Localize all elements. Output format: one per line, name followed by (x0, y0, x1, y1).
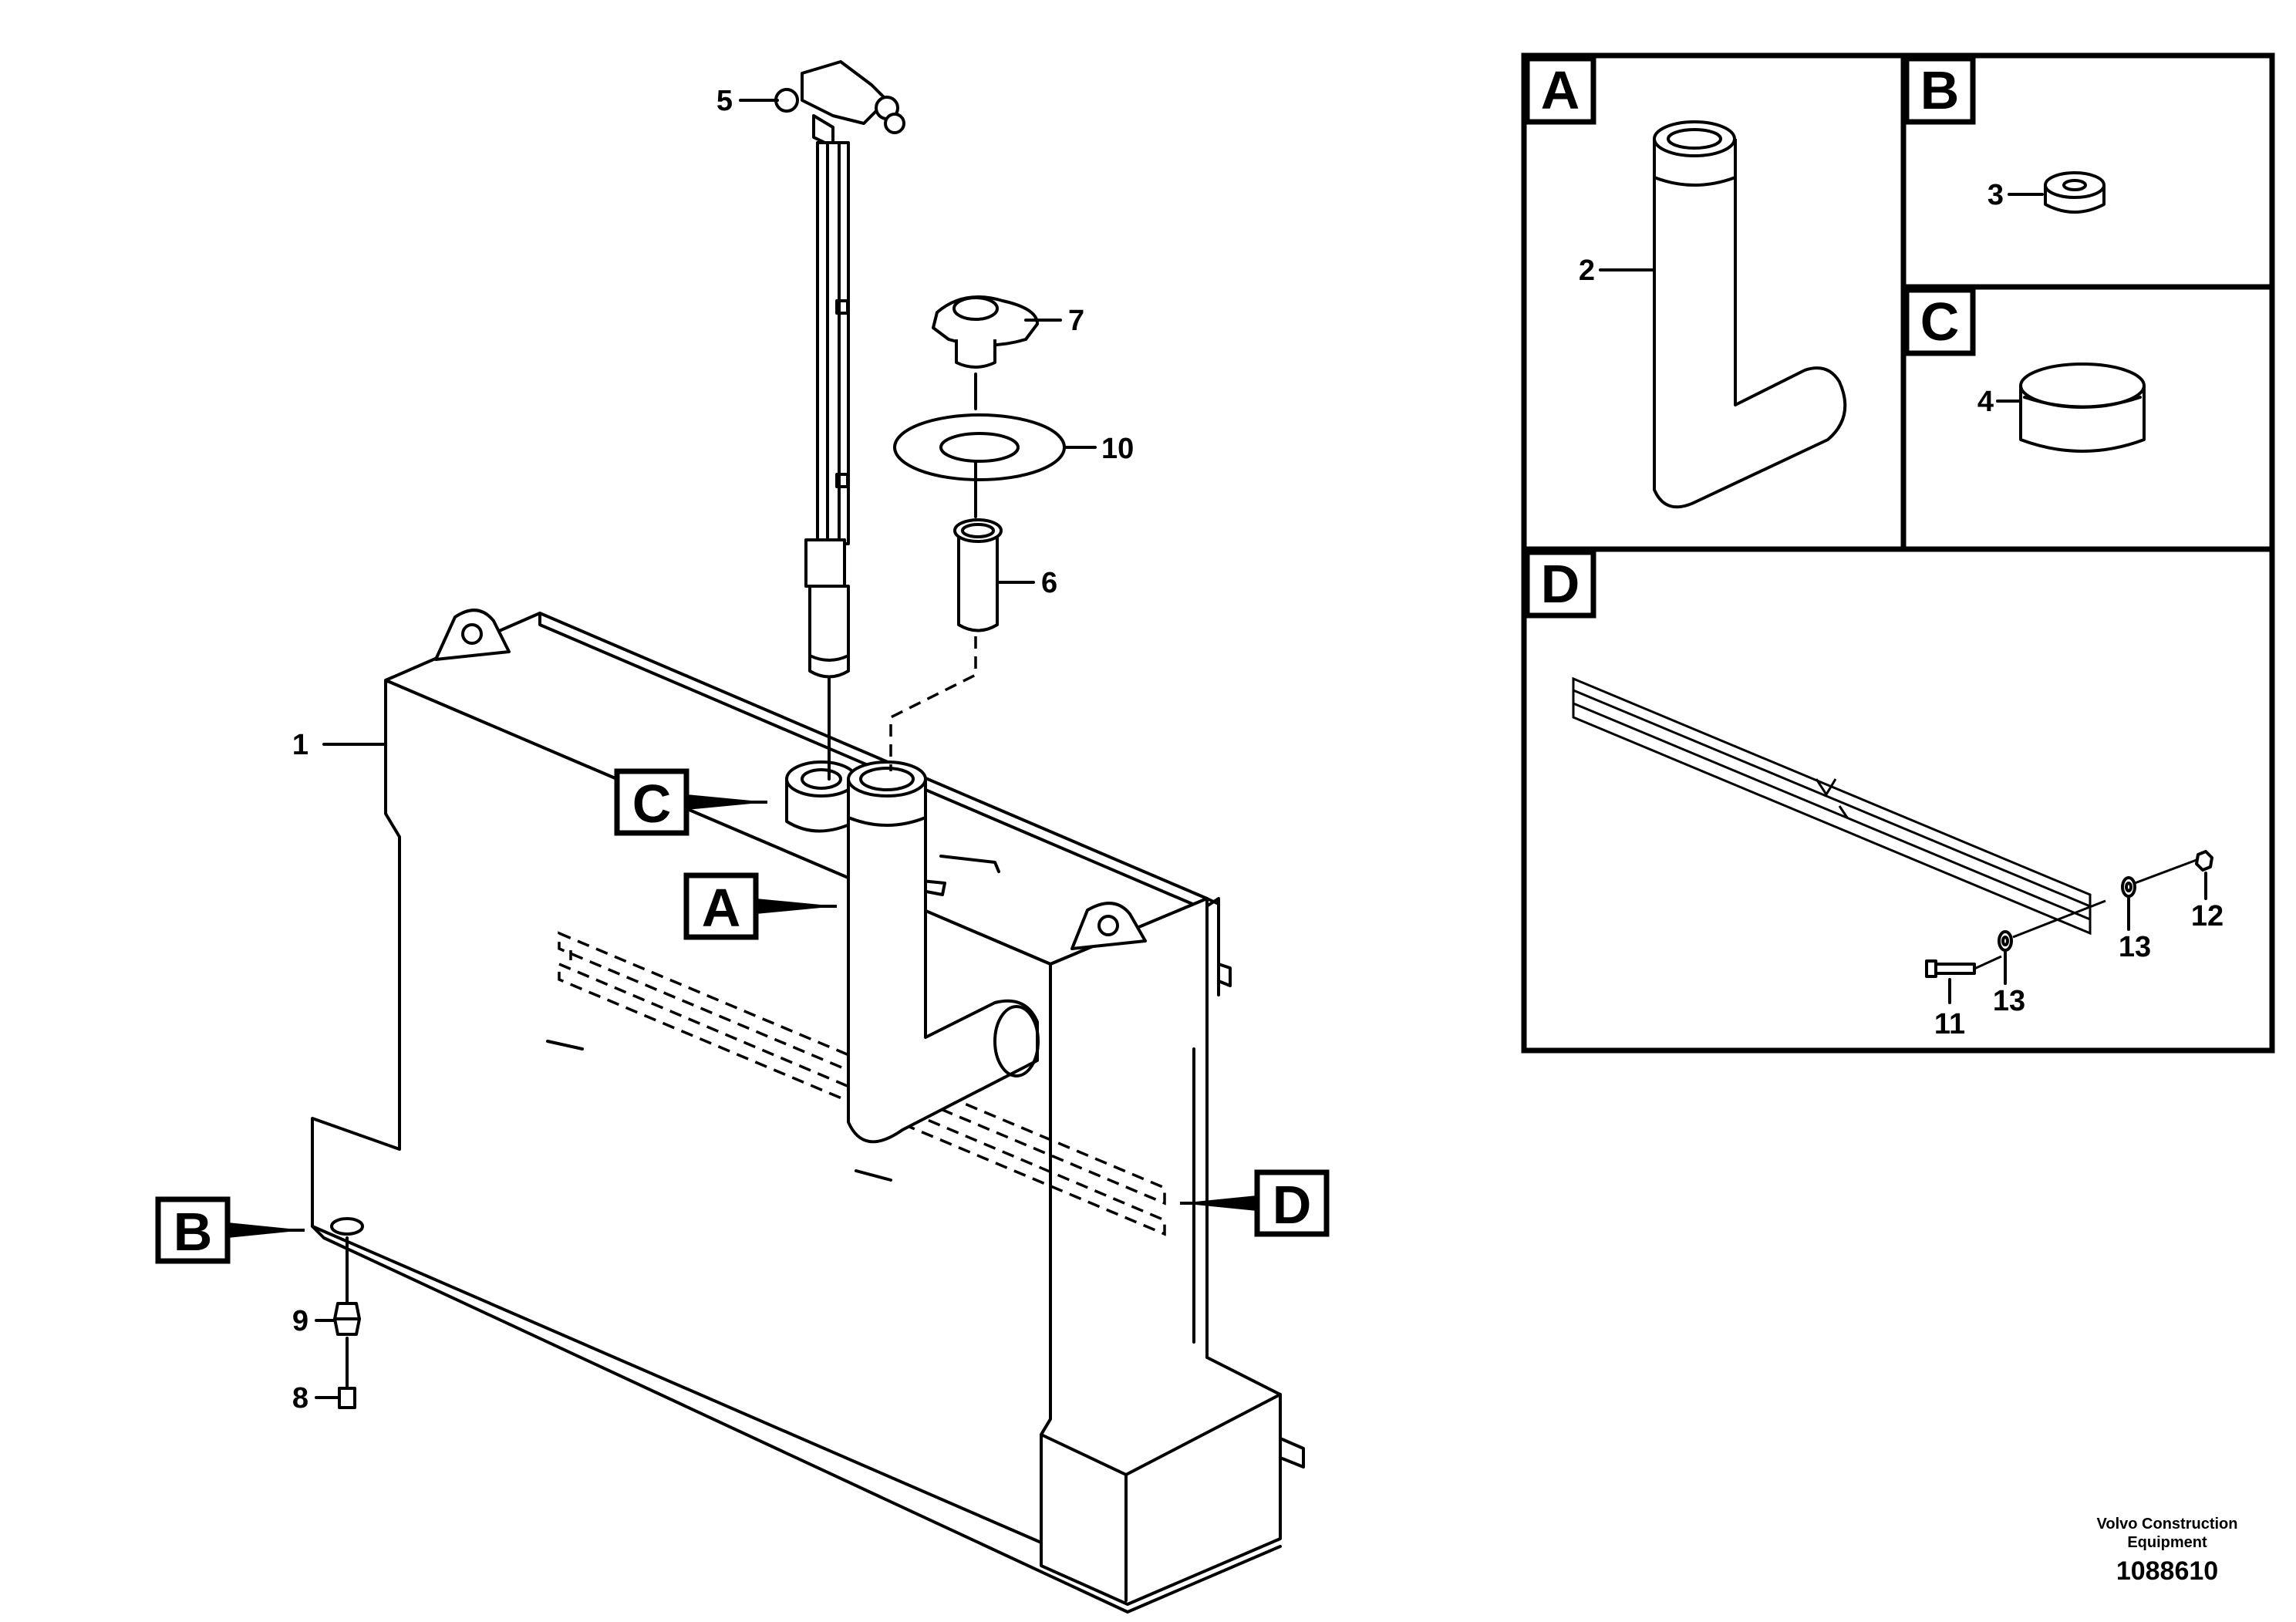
part-label-4: 4 (1977, 386, 1994, 418)
part-label-5: 5 (716, 85, 733, 117)
callout-d: D (1180, 1169, 1330, 1237)
part-label-13-upper: 13 (2119, 931, 2151, 963)
svg-text:A: A (1541, 60, 1580, 120)
filler-cap (932, 295, 1039, 410)
svg-text:A: A (702, 878, 741, 938)
panel-a: A 2 (1524, 56, 1847, 509)
part-label-3: 3 (1988, 179, 2004, 211)
part-label-13-lower: 13 (1993, 985, 2025, 1017)
svg-text:C: C (1920, 292, 1960, 352)
svg-text:B: B (1920, 60, 1960, 120)
part-label-7: 7 (1068, 305, 1084, 337)
svg-text:D: D (1541, 554, 1580, 614)
panel-d: D 11 13 13 12 (1524, 549, 2224, 1040)
panel-c: C 4 (1903, 287, 2146, 453)
company-line-1: Volvo Construction (2097, 1516, 2238, 1533)
strainer (889, 518, 1003, 771)
level-sensor (774, 60, 905, 781)
gasket-ring (893, 413, 1066, 518)
panel-b: B 3 (1903, 56, 2106, 214)
callout-a: A (683, 872, 837, 940)
part-label-6: 6 (1041, 567, 1057, 599)
footer-block: Volvo Construction Equipment 1088610 (2097, 1516, 2238, 1586)
part-label-8: 8 (292, 1382, 308, 1415)
fuel-tank (311, 609, 1305, 1614)
company-line-2: Equipment (2127, 1534, 2207, 1551)
leader-lines (315, 99, 1097, 1399)
svg-text:C: C (632, 774, 672, 834)
callout-c: C (614, 768, 767, 836)
detail-panels (1521, 52, 2275, 1054)
callout-b: B (155, 1196, 305, 1264)
svg-text:D: D (1273, 1175, 1312, 1235)
part-label-1: 1 (292, 729, 308, 761)
part-label-9: 9 (292, 1305, 308, 1337)
document-number: 1088610 (2116, 1556, 2218, 1586)
rail-dashed (558, 931, 1166, 1236)
filler-pipe (847, 760, 1040, 1144)
drain-plug (333, 1236, 361, 1409)
tank-collar (785, 760, 858, 833)
svg-text:B: B (174, 1202, 213, 1262)
part-label-2: 2 (1579, 255, 1595, 287)
part-label-10: 10 (1101, 433, 1134, 465)
part-label-12: 12 (2191, 900, 2224, 932)
part-label-11: 11 (1934, 1008, 1965, 1040)
